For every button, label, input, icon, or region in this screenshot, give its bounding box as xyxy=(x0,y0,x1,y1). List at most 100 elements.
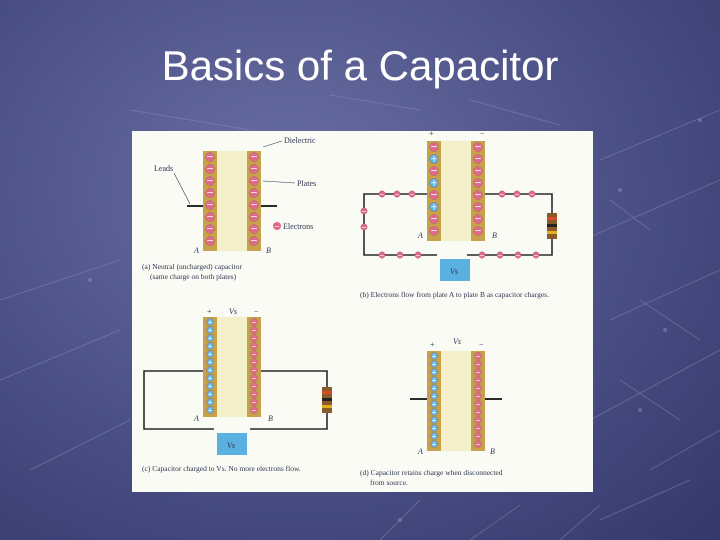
positive-charge xyxy=(206,326,214,334)
electron xyxy=(474,368,482,376)
flow-electron xyxy=(408,190,416,198)
positive-charge xyxy=(206,334,214,342)
electron-sign: − xyxy=(250,213,258,223)
electron-sign: − xyxy=(250,201,258,211)
electron-sign: − xyxy=(430,191,438,201)
voltage-source-b xyxy=(440,259,470,281)
electron xyxy=(249,176,259,186)
positive-charge xyxy=(430,368,438,376)
electron-sign: − xyxy=(475,401,481,409)
electron-sign: − xyxy=(250,177,258,187)
wire-c-left xyxy=(143,370,214,430)
electron-sign: − xyxy=(474,203,482,213)
electrons-plate-a-right: −−−−−−−− xyxy=(249,152,259,247)
positive-charge xyxy=(430,408,438,416)
electron xyxy=(250,326,258,334)
electron-sign: − xyxy=(250,237,258,247)
electron-sign: − xyxy=(475,361,481,369)
flow-electron-sign: − xyxy=(497,252,502,260)
caption-d-line1: (d) Capacitor retains charge when discon… xyxy=(360,468,503,477)
plates-label: Plates xyxy=(297,179,316,188)
plate-label-b: B xyxy=(266,246,271,255)
electron xyxy=(474,416,482,424)
wire-b-left xyxy=(363,193,437,256)
electron-sign: − xyxy=(251,375,257,383)
electron-sign: − xyxy=(206,189,214,199)
positive-charge-sign: + xyxy=(207,375,213,383)
flow-electron xyxy=(396,251,404,259)
flow-electron-sign: − xyxy=(361,208,366,216)
electron xyxy=(205,224,215,234)
capacitor-diagram-svg: −−−−−−−− −−−−−−−− Dielectric Leads Plate… xyxy=(142,131,557,487)
electron-sign: − xyxy=(206,225,214,235)
electron-sign: − xyxy=(250,153,258,163)
electron xyxy=(250,390,258,398)
plate-label-d-a: A xyxy=(417,447,423,456)
flow-electron xyxy=(513,190,521,198)
electron-sign: − xyxy=(475,377,481,385)
electron xyxy=(205,188,215,198)
positive-charge-sign: + xyxy=(430,203,438,213)
flow-electron xyxy=(378,251,386,259)
positive-charge xyxy=(430,440,438,448)
positive-charge-sign: + xyxy=(207,335,213,343)
electron-sign: − xyxy=(206,177,214,187)
wire-c-right xyxy=(250,370,328,430)
positive-charge-sign: + xyxy=(430,155,438,165)
positive-charge xyxy=(206,366,214,374)
positive-charge xyxy=(430,416,438,424)
flow-electron xyxy=(496,251,504,259)
electron-sign: − xyxy=(475,393,481,401)
electron xyxy=(249,212,259,222)
electron-sign: − xyxy=(475,441,481,449)
electron-flow-b: −−−−−−−−−−−−−−− xyxy=(360,190,540,260)
positive-charge xyxy=(430,376,438,384)
electron xyxy=(250,342,258,350)
positive-charge xyxy=(206,382,214,390)
electron-sign: − xyxy=(206,153,214,163)
source-label-c: Vs xyxy=(227,441,235,450)
dielectric-b xyxy=(441,141,471,241)
capacitor-diagram: −−−−−−−− −−−−−−−− Dielectric Leads Plate… xyxy=(132,131,593,492)
electron-sign: − xyxy=(250,189,258,199)
flow-electron xyxy=(360,207,368,215)
electron xyxy=(205,212,215,222)
charges-plate-c-right: −−−−−−−−−−−− xyxy=(250,318,258,415)
flow-electron-sign: − xyxy=(515,252,520,260)
positive-charge-sign: + xyxy=(431,369,437,377)
positive-charge-sign: + xyxy=(431,409,437,417)
positive-charge xyxy=(430,392,438,400)
electron-sign: − xyxy=(251,351,257,359)
electron xyxy=(473,214,483,224)
positive-charge xyxy=(430,432,438,440)
plate-label-b-a: A xyxy=(417,231,423,240)
electron xyxy=(249,152,259,162)
positive-charge-sign: + xyxy=(431,417,437,425)
positive-charge xyxy=(206,318,214,326)
electron xyxy=(473,154,483,164)
positive-charge xyxy=(430,384,438,392)
electron xyxy=(473,166,483,176)
plus-sign-d: + xyxy=(430,340,435,349)
electron xyxy=(474,376,482,384)
positive-charge-sign: + xyxy=(207,343,213,351)
positive-charge-sign: + xyxy=(431,425,437,433)
positive-charge-sign: + xyxy=(431,361,437,369)
electron xyxy=(250,406,258,414)
electron-sign: − xyxy=(206,213,214,223)
positive-charge xyxy=(206,350,214,358)
flow-electron-sign: − xyxy=(409,191,414,199)
electron-sign: − xyxy=(474,179,482,189)
source-label-b: Vs xyxy=(450,267,458,276)
electrons-label: Electrons xyxy=(283,222,313,231)
electron-sign: − xyxy=(250,165,258,175)
panel-c: Vs + − Vs ++++++++++++ −−−−−−−−−−−− A B … xyxy=(142,307,332,473)
electron-sign: − xyxy=(251,399,257,407)
minus-sign-b: − xyxy=(480,131,485,138)
positive-charge-sign: + xyxy=(207,367,213,375)
electron-sign: − xyxy=(251,359,257,367)
caption-b: (b) Electrons flow from plate A to plate… xyxy=(360,290,549,299)
positive-charge xyxy=(430,360,438,368)
electron xyxy=(429,190,439,200)
positive-charge-sign: + xyxy=(431,385,437,393)
